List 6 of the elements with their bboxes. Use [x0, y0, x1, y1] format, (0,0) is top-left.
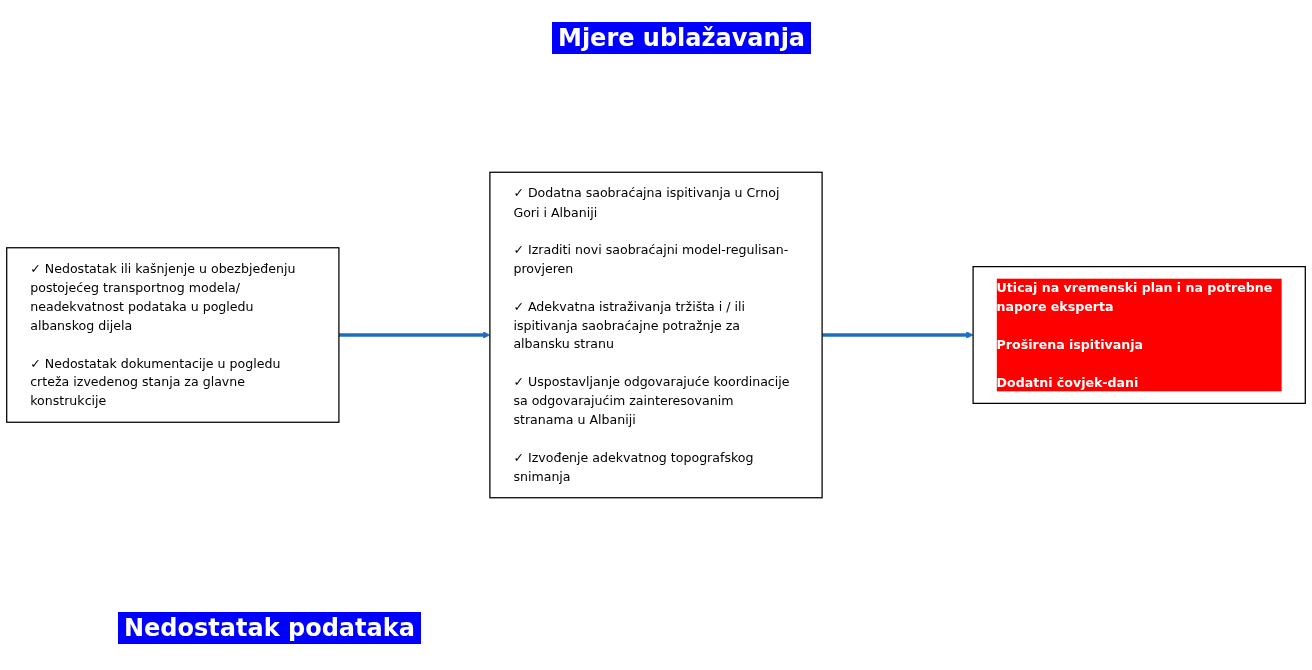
arrow	[822, 331, 974, 339]
node-box: ✓ Dodatna saobraćajna ispitivanja u Crnoj Gori i Albaniji ✓ Izraditi novi saobraćajni model-regulisan-provjeren ✓ Adekvatna istraživanja tržišta i / ili ispitivanja saobraćajne potražnje za albansku stranu ✓ Uspostavljanje odgovarajuće koordinacije sa odgovarajućim zainteresovanim stranama u Albaniji ✓ Izvođenje adekvatnog topografskog snimanja	[489, 171, 823, 499]
highlighted-label: Nedostatak podataka	[118, 612, 421, 644]
highlighted-label: Mjere ublažavanja	[552, 22, 812, 54]
node-box: Uticaj na vremenski plan i na potrebne napore eksperta Proširena ispitivanja Dodatni čovjek-dani	[972, 266, 1306, 404]
node-box: ✓ Nedostatak ili kašnjenje u obezbjeđenju postojećeg transportnog modela/ neadekvatnost podataka u pogledu albanskog dijela ✓ Nedostatak dokumentacije u pogledu crteža izvedenog stanja za glavne konstrukcije	[6, 247, 340, 423]
